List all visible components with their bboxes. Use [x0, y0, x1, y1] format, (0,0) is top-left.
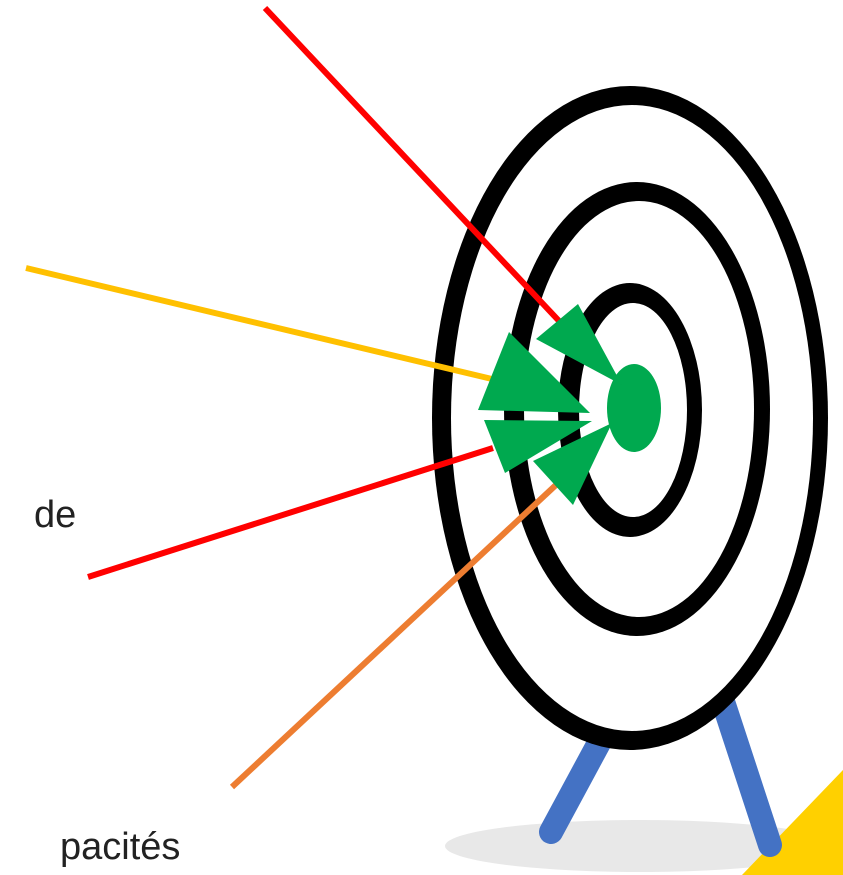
label-fragment-de: de [34, 494, 76, 537]
target [432, 86, 828, 750]
arrow-upper-yellow-shaft [26, 268, 492, 379]
label-fragment-capacites: pacités [60, 826, 180, 869]
arrow-lower-red-shaft [88, 448, 493, 577]
